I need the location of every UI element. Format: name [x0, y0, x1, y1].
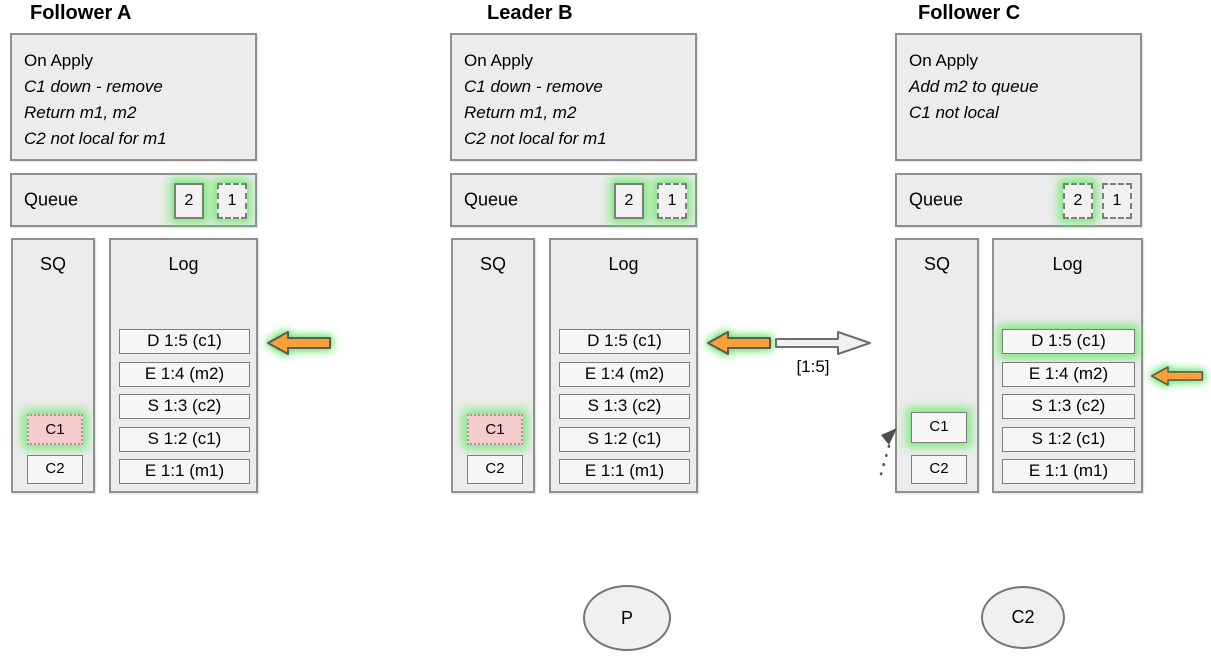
- on-apply-heading: On Apply: [24, 51, 93, 70]
- sq-item-c2: C2: [911, 455, 967, 484]
- arrow-left-icon: [1150, 366, 1204, 386]
- on-apply-box: On Apply C1 down - remove Return m1, m2 …: [450, 33, 697, 161]
- log-entry: S 1:2 (c1): [559, 427, 690, 452]
- sq-item-c2: C2: [27, 455, 83, 484]
- actor-c2-label: C2: [1011, 607, 1035, 627]
- sq-box: SQ C1 C2: [895, 238, 979, 493]
- sq-item-c1: C1: [27, 414, 83, 445]
- queue-item: 2: [174, 183, 204, 219]
- on-apply-note: C1 down - remove: [464, 77, 603, 96]
- arrow-left-icon: [707, 331, 771, 355]
- on-apply-note: Add m2 to queue: [909, 77, 1039, 96]
- on-apply-note: C1 not local: [909, 103, 999, 122]
- log-entry: E 1:4 (m2): [559, 362, 690, 387]
- log-box: Log D 1:5 (c1) E 1:4 (m2) S 1:3 (c2) S 1…: [549, 238, 698, 493]
- on-apply-note: C2 not local for m1: [24, 129, 167, 148]
- node-title: Follower A: [30, 2, 132, 24]
- node-follower-a: Follower A On Apply C1 down - remove Ret…: [10, 0, 258, 500]
- queue-label: Queue: [909, 189, 964, 210]
- queue-item: 1: [657, 183, 687, 219]
- sq-label: SQ: [479, 254, 506, 274]
- log-box: Log D 1:5 (c1) E 1:4 (m2) S 1:3 (c2) S 1…: [109, 238, 258, 493]
- log-entry: S 1:3 (c2): [1002, 394, 1135, 419]
- replication-range-label: [1:5]: [796, 357, 830, 376]
- log-entry: S 1:2 (c1): [119, 427, 250, 452]
- queue-item: 1: [217, 183, 247, 219]
- sq-box: SQ C1 C2: [451, 238, 535, 493]
- log-entry: S 1:3 (c2): [119, 394, 250, 419]
- queue-label: Queue: [464, 189, 519, 210]
- log-label: Log: [608, 254, 639, 274]
- apply-arrow-follower-a: [266, 329, 332, 357]
- queue-item: 2: [614, 183, 644, 219]
- on-apply-note: C2 not local for m1: [464, 129, 607, 148]
- arrow-left-icon: [267, 331, 331, 355]
- sq-label: SQ: [39, 254, 66, 274]
- node-leader-b: Leader B On Apply C1 down - remove Retur…: [450, 0, 698, 500]
- log-entry: E 1:4 (m2): [1002, 362, 1135, 387]
- log-entry: E 1:1 (m1): [119, 459, 250, 484]
- log-entry: D 1:5 (c1): [1002, 329, 1135, 354]
- actor-p-label: P: [620, 607, 633, 628]
- queue-box: Queue 2 1: [10, 173, 257, 227]
- log-label: Log: [168, 254, 199, 274]
- log-entry: D 1:5 (c1): [119, 329, 250, 354]
- node-follower-c: Follower C On Apply Add m2 to queue C1 n…: [895, 0, 1143, 500]
- on-apply-note: C1 down - remove: [24, 77, 163, 96]
- log-entry: E 1:1 (m1): [1002, 459, 1135, 484]
- queue-label: Queue: [24, 189, 79, 210]
- arrow-right-icon: [775, 331, 871, 355]
- sq-item-c1: C1: [467, 414, 523, 445]
- apply-arrow-follower-c: [1150, 364, 1204, 388]
- replication-arrow: [774, 330, 872, 356]
- sq-box: SQ C1 C2: [11, 238, 95, 493]
- queue-box: Queue 2 1: [450, 173, 697, 227]
- sq-item-c1: C1: [911, 412, 967, 443]
- actor-p-ellipse: P: [583, 585, 671, 651]
- log-label: Log: [1052, 254, 1083, 274]
- on-apply-note: Return m1, m2: [24, 103, 137, 122]
- log-entry: S 1:3 (c2): [559, 394, 690, 419]
- on-apply-box: On Apply Add m2 to queue C1 not local: [895, 33, 1142, 161]
- node-title: Leader B: [487, 2, 573, 24]
- log-box: Log D 1:5 (c1) E 1:4 (m2) S 1:3 (c2) S 1…: [992, 238, 1143, 493]
- actor-c2-ellipse: C2: [981, 586, 1065, 649]
- on-apply-note: Return m1, m2: [464, 103, 577, 122]
- on-apply-heading: On Apply: [464, 51, 533, 70]
- node-title: Follower C: [918, 2, 1021, 24]
- incoming-command-arrow: [874, 424, 906, 480]
- log-entry: E 1:4 (m2): [119, 362, 250, 387]
- queue-box: Queue 2 1: [895, 173, 1142, 227]
- sq-item-c2: C2: [467, 455, 523, 484]
- apply-arrow-leader-b: [706, 329, 772, 357]
- on-apply-heading: On Apply: [909, 51, 978, 70]
- sq-label: SQ: [923, 254, 950, 274]
- queue-item: 1: [1102, 183, 1132, 219]
- log-entry: E 1:1 (m1): [559, 459, 690, 484]
- queue-item: 2: [1063, 183, 1093, 219]
- log-entry: S 1:2 (c1): [1002, 427, 1135, 452]
- on-apply-box: On Apply C1 down - remove Return m1, m2 …: [10, 33, 257, 161]
- dotted-arrow-icon: [879, 428, 897, 476]
- log-entry: D 1:5 (c1): [559, 329, 690, 354]
